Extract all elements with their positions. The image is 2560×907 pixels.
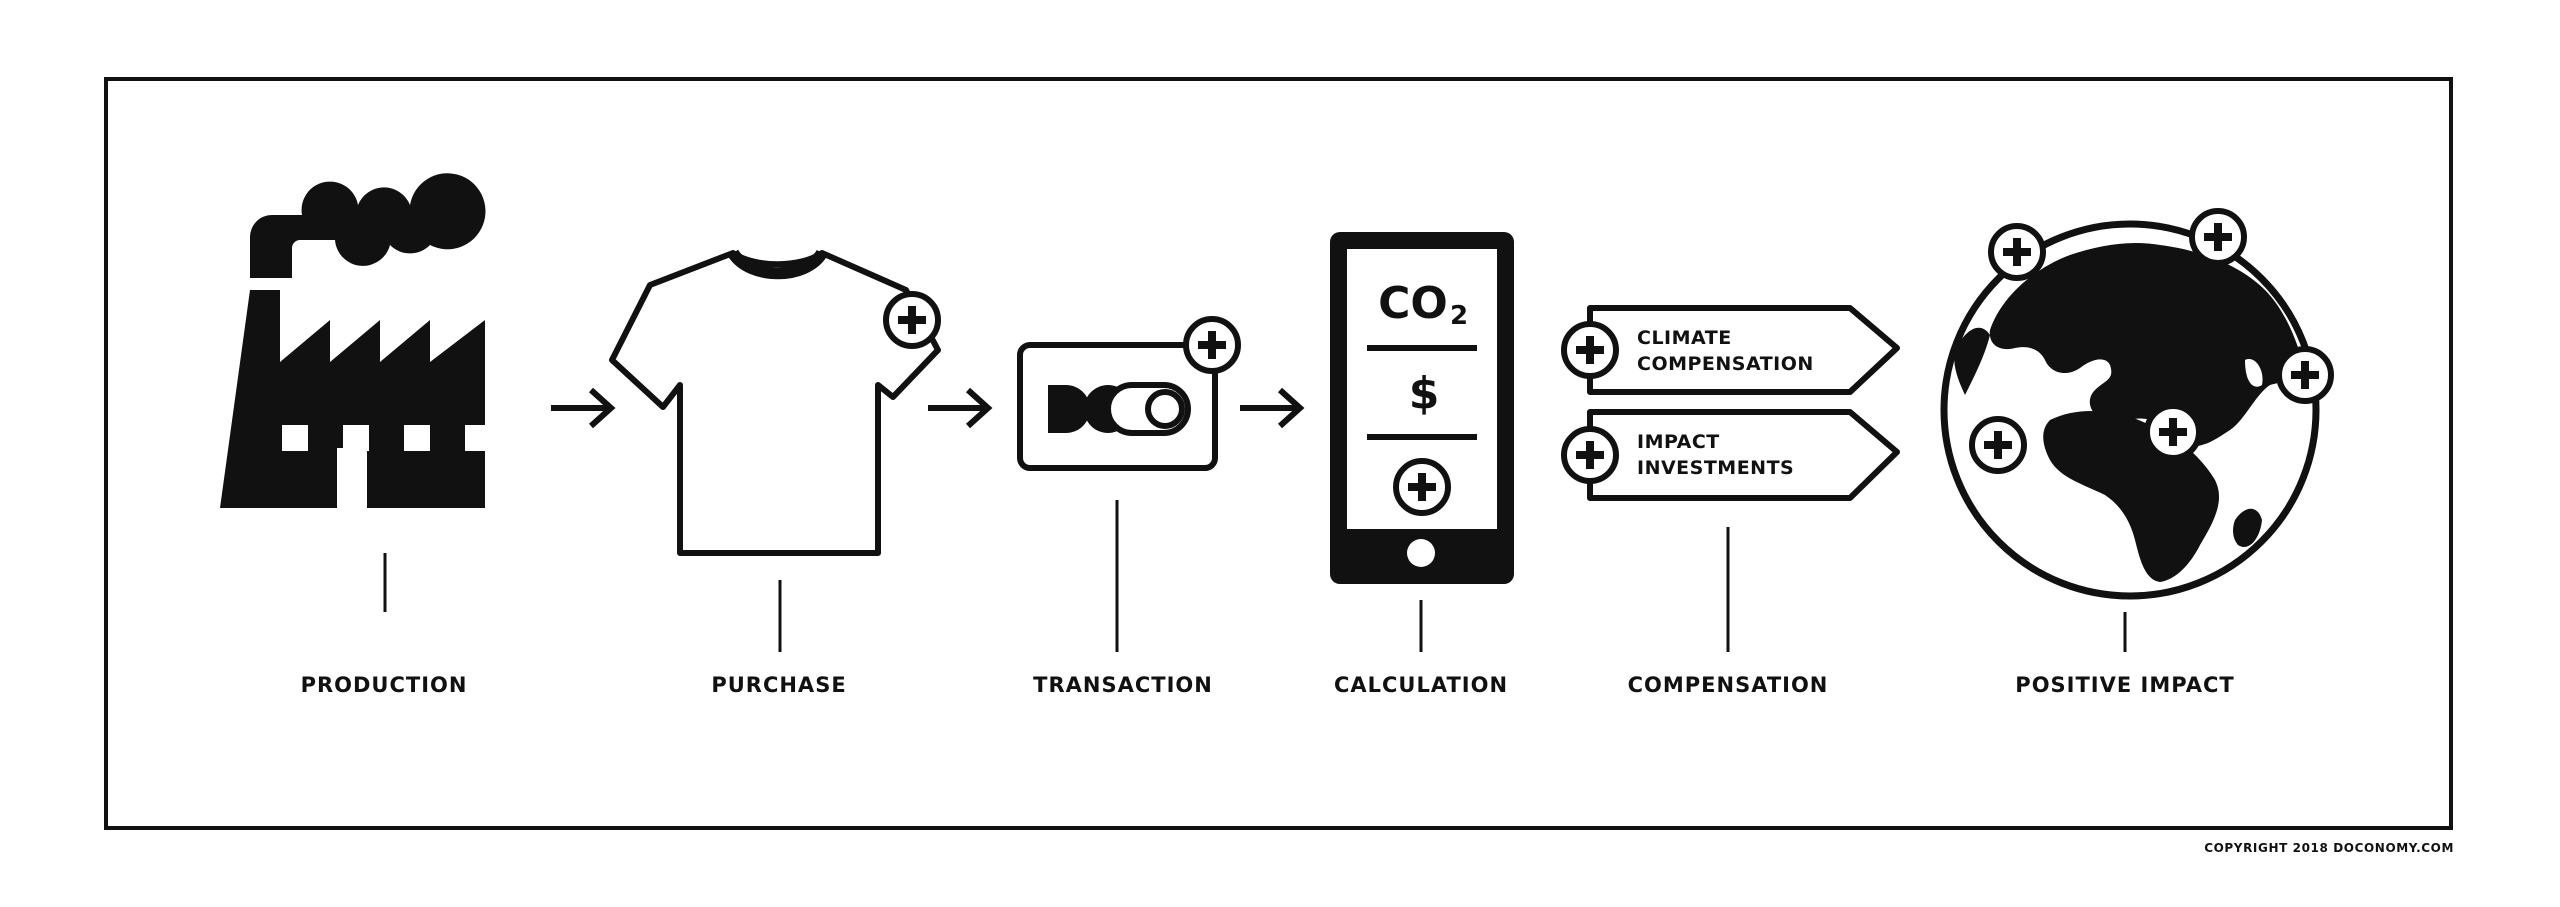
copyright-text: COPYRIGHT 2018 DOCONOMY.COM bbox=[2204, 841, 2454, 855]
stage-label-positive-impact: POSITIVE IMPACT bbox=[2015, 673, 2235, 697]
impact-line1: IMPACT bbox=[1637, 431, 1720, 453]
card-icon bbox=[1017, 319, 1238, 471]
factory-icon bbox=[220, 173, 491, 508]
climate-line1: CLIMATE bbox=[1637, 327, 1732, 349]
signpost-icon: CLIMATE COMPENSATION IMPACT INVESTMENTS bbox=[1564, 305, 1900, 501]
co2-label: CO bbox=[1378, 278, 1448, 329]
stage-label-compensation: COMPENSATION bbox=[1627, 673, 1829, 697]
tshirt-icon bbox=[609, 249, 941, 556]
diagram-frame bbox=[104, 77, 2453, 830]
arrow-icon bbox=[928, 390, 988, 426]
phone-icon: CO 2 $ bbox=[1330, 232, 1514, 584]
currency-label: $ bbox=[1409, 368, 1440, 419]
stage-label-production: PRODUCTION bbox=[300, 673, 468, 697]
arrow-icon bbox=[1240, 390, 1300, 426]
co2-subscript: 2 bbox=[1450, 301, 1468, 331]
globe-icon bbox=[1940, 211, 2331, 600]
arrow-icon bbox=[551, 390, 611, 426]
climate-line2: COMPENSATION bbox=[1637, 353, 1814, 375]
stage-label-calculation: CALCULATION bbox=[1333, 673, 1509, 697]
impact-line2: INVESTMENTS bbox=[1637, 457, 1794, 479]
stage-label-purchase: PURCHASE bbox=[711, 673, 847, 697]
stage-label-transaction: TRANSACTION bbox=[1033, 673, 1213, 697]
connector-lines bbox=[383, 500, 2127, 652]
